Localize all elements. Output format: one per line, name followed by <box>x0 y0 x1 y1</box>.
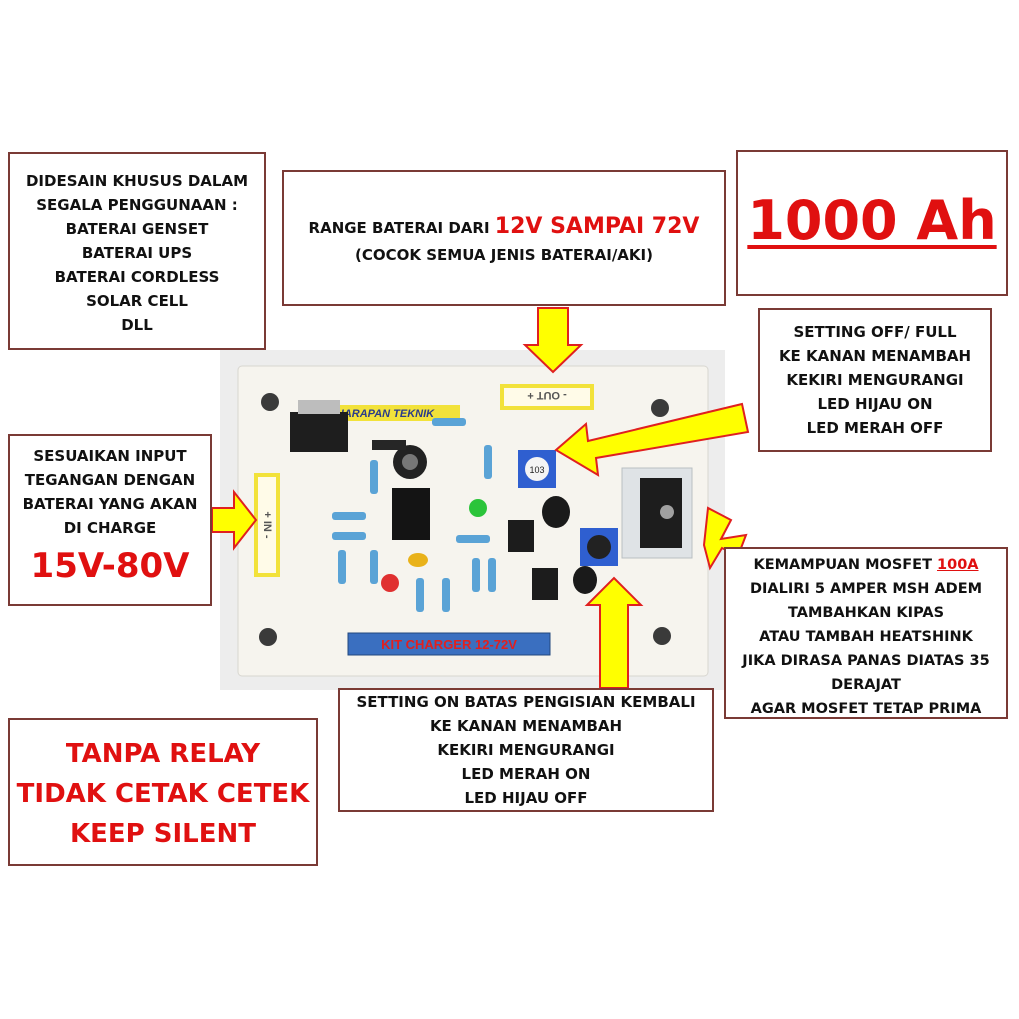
setting-on-box: SETTING ON BATAS PENGISIAN KEMBALI KE KA… <box>338 688 714 812</box>
mosfet-line: KEMAMPUAN MOSFET 100A <box>726 553 1006 577</box>
resistors <box>332 418 496 612</box>
ic-chip <box>392 488 430 540</box>
usage-line: DIDESAIN KHUSUS DALAM <box>25 172 249 190</box>
kit-label: KIT CHARGER 12-72V <box>381 637 517 652</box>
in-label: + IN - <box>261 511 273 539</box>
capacity-box: 1000 Ah <box>736 150 1008 296</box>
mosfet-line: AGAR MOSFET TETAP PRIMA <box>750 701 982 717</box>
mosfet-box: KEMAMPUAN MOSFET 100A DIALIRI 5 AMPER MS… <box>724 547 1008 719</box>
input-box: SESUAIKAN INPUT TEGANGAN DENGAN BATERAI … <box>8 434 212 606</box>
green-led <box>469 499 487 517</box>
setting-on-line: KEKIRI MENGURANGI <box>437 741 615 759</box>
mosfet-line: DERAJAT <box>831 677 901 693</box>
brand-label: HARAPAN TEKNIK <box>336 408 435 420</box>
regulator <box>290 412 348 452</box>
pot-off-knob <box>525 457 549 481</box>
ceramic-cap <box>408 553 428 567</box>
out-label: - OUT + <box>527 389 566 401</box>
pot-label: 103 <box>529 465 544 475</box>
optocoupler <box>532 568 558 600</box>
usage-line: SEGALA PENGGUNAAN : <box>36 196 238 214</box>
usage-line: BATERAI CORDLESS <box>54 268 220 286</box>
relay-line: KEEP SILENT <box>70 819 256 849</box>
kit-label-bg <box>347 632 551 656</box>
mosfet-line: ATAU TAMBAH HEATSHINK <box>759 629 973 645</box>
usage-line: DLL <box>121 316 153 334</box>
mount-hole <box>259 628 277 646</box>
setting-off-line: KE KANAN MENAMBAH <box>778 347 972 365</box>
setting-on-line: KE KANAN MENAMBAH <box>429 717 623 735</box>
mount-hole <box>653 627 671 645</box>
usage-line: BATERAI GENSET <box>65 220 209 238</box>
transistor <box>542 496 570 528</box>
mount-hole <box>651 399 669 417</box>
pot-on-knob <box>587 535 611 559</box>
mosfet-line: DIALIRI 5 AMPER MSH ADEM <box>749 581 983 597</box>
relay-line: TIDAK CETAK CETEK <box>16 779 310 809</box>
setting-off-line: LED HIJAU ON <box>817 395 933 413</box>
setting-on-line: LED MERAH ON <box>461 765 591 783</box>
red-led <box>381 574 399 592</box>
setting-on-line: LED HIJAU OFF <box>464 789 588 807</box>
setting-off-line: KEKIRI MENGURANGI <box>786 371 964 389</box>
range-box: RANGE BATERAI DARI 12V SAMPAI 72V (COCOK… <box>282 170 726 306</box>
range-prefix: RANGE BATERAI DARI <box>308 219 495 237</box>
optocoupler <box>508 520 534 552</box>
mosfet-prefix: KEMAMPUAN MOSFET <box>753 557 938 573</box>
regulator-tab <box>298 400 340 414</box>
setting-off-line: LED MERAH OFF <box>806 419 944 437</box>
relay-line: TANPA RELAY <box>65 739 261 769</box>
input-line: SESUAIKAN INPUT <box>33 447 187 465</box>
diode <box>372 440 406 450</box>
capacity-text: 1000 Ah <box>747 189 997 252</box>
usage-line: SOLAR CELL <box>86 292 188 310</box>
input-line: BATERAI YANG AKAN <box>22 495 198 513</box>
transistor <box>573 566 597 594</box>
range-note: (COCOK SEMUA JENIS BATERAI/AKI) <box>355 246 653 264</box>
input-line: DI CHARGE <box>63 519 157 537</box>
range-highlight: 12V SAMPAI 72V <box>494 214 700 239</box>
usage-box: DIDESAIN KHUSUS DALAM SEGALA PENGGUNAAN … <box>8 152 266 350</box>
mount-hole <box>261 393 279 411</box>
mosfet-screw <box>660 505 674 519</box>
out-terminal-label <box>500 384 594 410</box>
mosfet-highlight: 100A <box>937 557 979 573</box>
setting-off-box: SETTING OFF/ FULL KE KANAN MENAMBAH KEKI… <box>758 308 992 452</box>
input-line: TEGANGAN DENGAN <box>24 471 196 489</box>
setting-on-line: SETTING ON BATAS PENGISIAN KEMBALI <box>356 693 696 711</box>
mosfet-line: TAMBAHKAN KIPAS <box>787 605 945 621</box>
input-voltage: 15V-80V <box>30 546 190 586</box>
relay-box: TANPA RELAY TIDAK CETAK CETEK KEEP SILEN… <box>8 718 318 866</box>
usage-line: BATERAI UPS <box>81 244 193 262</box>
range-line: RANGE BATERAI DARI 12V SAMPAI 72V <box>284 212 724 243</box>
setting-off-line: SETTING OFF/ FULL <box>793 323 957 341</box>
mosfet-line: JIKA DIRASA PANAS DIATAS 35 <box>742 653 990 669</box>
charger-board-photo: HARAPAN TEKNIK - OUT + + IN - 103 <box>220 350 725 690</box>
